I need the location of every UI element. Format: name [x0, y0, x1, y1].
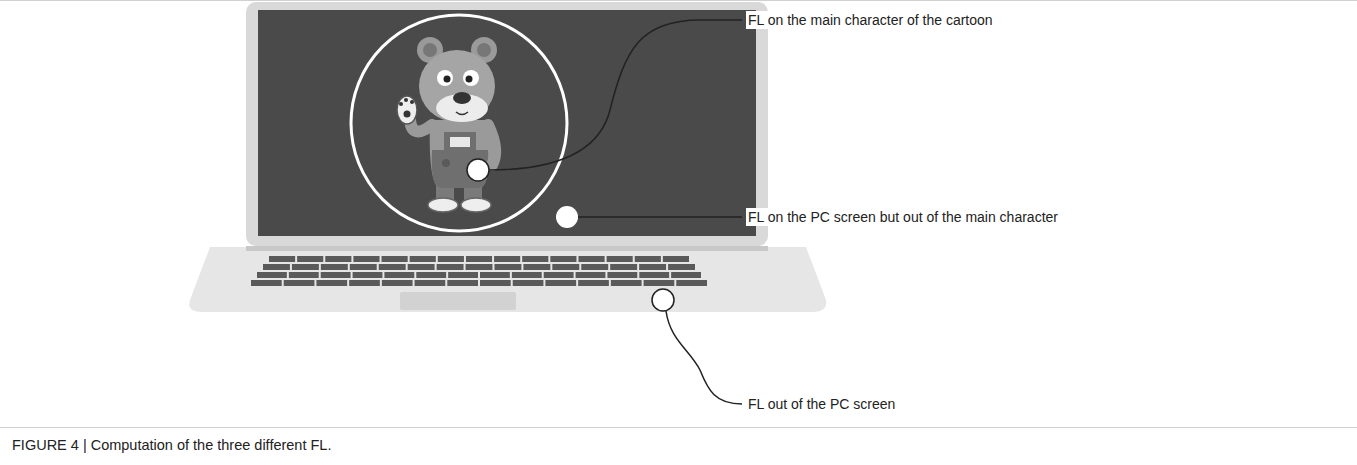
- fl-marker: [652, 289, 674, 311]
- laptop-screen: [258, 10, 756, 236]
- fl-marker: [556, 206, 578, 228]
- callout-label: FL out of the PC screen: [746, 395, 897, 413]
- touchpad: [400, 292, 516, 310]
- figure-caption: FIGURE 4 | Computation of the three diff…: [12, 436, 331, 454]
- fl-marker: [467, 159, 489, 181]
- keyboard: [251, 256, 707, 286]
- laptop-hinge: [246, 246, 768, 251]
- laptop-base: [189, 247, 826, 312]
- leader-line: [666, 311, 742, 404]
- frame-line: [0, 427, 1357, 428]
- callout-label: FL on the main character of the cartoon: [746, 11, 995, 29]
- bear-cartoon: [397, 37, 497, 212]
- laptop-bezel: [246, 2, 768, 246]
- leader-line: [489, 20, 742, 170]
- callout-label: FL on the PC screen but out of the main …: [746, 208, 1060, 226]
- frame-line: [0, 0, 1357, 1]
- character-circle: [351, 15, 567, 231]
- leader-line: [578, 216, 742, 218]
